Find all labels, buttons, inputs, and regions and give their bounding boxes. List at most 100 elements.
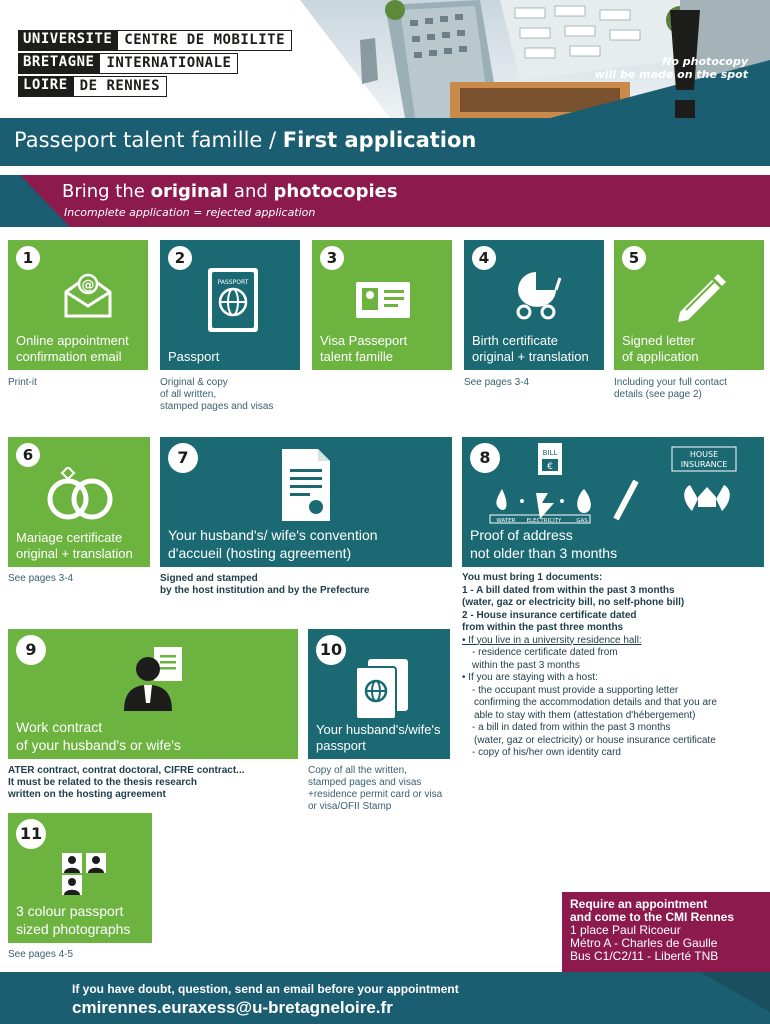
note-line: details (see page 2) (614, 389, 702, 400)
tile-work-contract: 9 Work contract of your husband's or wife… (8, 629, 298, 759)
logo-loire: LOIRE (18, 76, 73, 97)
logo-internationale: INTERNATIONALE (99, 53, 239, 74)
house-insurance-label-1: HOUSE (690, 450, 718, 459)
tile-label-line-1: Your husband's/wife's (316, 722, 441, 737)
note-work-contract: ATER contract, contrat doctoral, CIFRE c… (8, 765, 245, 801)
appointment-address: 1 place Paul Ricoeur (570, 923, 681, 937)
note-line: See pages 3-4 (8, 573, 74, 584)
note-line: Including your full contact (614, 377, 727, 388)
email-icon: @ (64, 273, 112, 318)
note-line: See pages 4-5 (8, 949, 74, 960)
appointment-line: and come to the CMI Rennes (570, 910, 735, 924)
tile-number: 4 (472, 246, 496, 270)
tile-label: Work contract of your husband's or wife's (16, 718, 181, 754)
appointment-line: Require an appointment (570, 897, 708, 911)
tile-proof-of-address: 8 BILL € WATER ELECTRICITY GAS HOUSE INS… (462, 437, 764, 567)
logo-university: UNIVERSITE (18, 30, 118, 51)
warning-line-2: will be made on the spot (594, 68, 748, 81)
house-insurance-label-2: INSURANCE (681, 460, 728, 469)
banner-subtitle: Incomplete application = rejected applic… (64, 206, 316, 219)
tile-number: 2 (168, 246, 192, 270)
utilities-icon-group: BILL € WATER ELECTRICITY GAS HOUSE INSUR… (489, 443, 737, 524)
gas-label: GAS (576, 518, 588, 524)
appointment-info: Require an appointment and come to the C… (562, 892, 770, 974)
proof-line: • If you live in a university residence … (462, 634, 642, 646)
tile-label-line-1: Mariage certificate (16, 530, 123, 545)
tile-label-line-2: original + translation (472, 349, 589, 364)
note-line: +residence permit card or visa (308, 789, 443, 800)
proof-line: - a bill in dated from within the past 3… (472, 722, 671, 733)
note-line: or visa/OFII Stamp (308, 801, 392, 812)
note-appointment: Print-it (8, 377, 37, 389)
exclamation-icon (670, 10, 700, 118)
title-part-2: First application (282, 128, 477, 152)
passport-icon-label: PASSPORT (218, 279, 249, 286)
logo-rennes: DE RENNES (72, 76, 168, 97)
proof-line: 2 - House insurance certificate dated (462, 609, 637, 621)
tile-label-line-2: passport (316, 738, 366, 753)
proof-line: You must bring 1 documents: (462, 572, 603, 583)
note-line: Signed and stamped (160, 573, 258, 584)
note-line: of all written, (160, 389, 217, 400)
tile-number: 6 (16, 443, 40, 467)
note-line: ATER contract, contrat doctoral, CIFRE c… (8, 765, 245, 776)
worker-icon (124, 647, 182, 711)
proof-of-address-details: You must bring 1 documents: 1 - A bill d… (462, 572, 762, 760)
tile-label: Passport (168, 349, 219, 365)
bill-icon-label: BILL (543, 449, 558, 457)
contact-email-link[interactable]: cmirennes.euraxess@u-bretagneloire.fr (72, 998, 393, 1017)
banner-text-1: Bring the (62, 181, 151, 202)
footer: If you have doubt, question, send an ema… (0, 972, 770, 1024)
tile-label-line-1: Signed letter (622, 333, 695, 348)
tile-number: 9 (16, 635, 46, 665)
proof-line: - the occupant must provide a supporting… (472, 684, 679, 696)
note-hosting: Signed and stamped by the host instituti… (160, 573, 369, 597)
note-line: by the host institution and by the Prefe… (160, 585, 370, 596)
note-birth-certificate: See pages 3-4 (464, 377, 529, 389)
water-label: WATER (496, 518, 515, 524)
note-marriage: See pages 3-4 (8, 573, 73, 585)
tile-number: 3 (320, 246, 344, 270)
banner-text-3: and (228, 181, 274, 202)
tile-number: 11 (16, 819, 46, 849)
electricity-label: ELECTRICITY (527, 518, 562, 524)
note-line: written on the hosting agreement (8, 789, 166, 800)
passport-icon: PASSPORT (208, 268, 258, 332)
proof-line: • If you are staying with a host: (462, 672, 598, 683)
tile-label-line-1: Work contract (16, 719, 103, 735)
pencil-icon (678, 274, 726, 322)
appointment-bus: Bus C1/C2/11 - Liberté TNB (570, 949, 719, 963)
tile-label-line-2: of your husband's or wife's (16, 737, 181, 753)
title-part-1: Passeport talent famille / (14, 128, 283, 152)
footer-shape (0, 972, 770, 1024)
tile-label-line-1: Birth certificate (472, 333, 558, 348)
id-card-icon (356, 282, 410, 318)
warning-line-1: No photocopy (662, 55, 748, 68)
proof-line: confirming the accommodation details and… (474, 697, 717, 708)
tile-label-line-2: not older than 3 months (470, 545, 618, 561)
tile-label-line-1: Passport (168, 349, 220, 364)
tile-label-line-1: Online appointment (16, 333, 129, 348)
certificate-icon (282, 449, 330, 521)
tile-label-line-2: confirmation email (16, 349, 122, 364)
tile-label-line-2: talent famille (320, 349, 393, 364)
note-photographs: See pages 4-5 (8, 949, 73, 961)
wedding-rings-icon (47, 467, 113, 520)
note-signed-letter: Including your full contact details (see… (614, 377, 727, 401)
logo-bretagne: BRETAGNE (18, 53, 100, 74)
